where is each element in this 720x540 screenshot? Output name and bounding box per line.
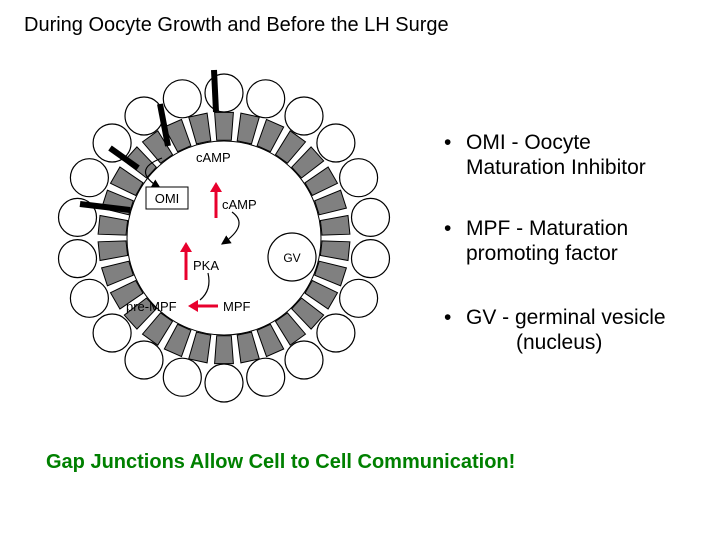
gap-junction xyxy=(108,145,140,171)
granulosa-cell xyxy=(319,240,351,262)
cumulus-cell xyxy=(350,197,391,237)
footer-caption: Gap Junctions Allow Cell to Cell Communi… xyxy=(46,451,516,473)
cumulus-cell xyxy=(57,239,98,279)
granulosa-cell xyxy=(274,130,307,164)
camp-mid-label: cAMP xyxy=(222,197,257,212)
cumulus-cell xyxy=(339,158,379,198)
granulosa-ring xyxy=(97,111,351,365)
granulosa-cell xyxy=(188,112,212,145)
bullet-marker: • xyxy=(444,306,452,329)
granulosa-cell xyxy=(123,146,157,179)
omi-box xyxy=(145,186,189,210)
cumulus-cell xyxy=(124,96,164,136)
granulosa-cell xyxy=(109,279,144,310)
cumulus-cell xyxy=(92,123,132,163)
omi-label: OMI xyxy=(155,191,180,206)
flow-arrow xyxy=(144,157,163,189)
cumulus-cells xyxy=(57,73,391,403)
granulosa-cell xyxy=(97,214,129,236)
granulosa-cell xyxy=(123,297,157,330)
gv-nucleus xyxy=(267,232,317,282)
granulosa-cell xyxy=(256,118,285,153)
granulosa-cell xyxy=(141,312,174,346)
cumulus-cell xyxy=(316,313,356,353)
granulosa-cell xyxy=(141,130,174,164)
camp-pka-arrow xyxy=(221,211,240,245)
cumulus-cell xyxy=(339,278,379,318)
bullet-gv-line2: (nucleus) xyxy=(516,331,603,354)
bullet-mpf-line1: MPF - Maturation xyxy=(466,217,629,240)
granulosa-cell xyxy=(319,214,351,236)
cumulus-cell xyxy=(316,123,356,163)
granulosa-cell xyxy=(274,312,307,346)
gap-junction xyxy=(79,201,131,213)
cumulus-cell xyxy=(284,96,324,136)
pka-arrow-head xyxy=(180,242,192,252)
pka-mpf-arrow xyxy=(199,272,210,301)
granulosa-cell xyxy=(214,335,234,365)
camp-top-label: cAMP xyxy=(196,150,231,165)
granulosa-cell xyxy=(97,240,129,262)
mpf-arrow-head xyxy=(188,300,198,312)
cumulus-cell xyxy=(162,79,202,119)
granulosa-cell xyxy=(304,166,339,197)
pre-mpf-label: pre-MPF xyxy=(126,299,177,314)
cumulus-cell xyxy=(246,79,286,119)
cumulus-cell xyxy=(162,357,202,397)
cumulus-cell xyxy=(57,197,98,237)
granulosa-cell xyxy=(304,279,339,310)
granulosa-cell xyxy=(109,166,144,197)
cumulus-cell xyxy=(284,340,324,380)
cumulus-cell xyxy=(124,340,164,380)
pka-label: PKA xyxy=(193,258,219,273)
granulosa-cell xyxy=(291,297,325,330)
bullet-marker: • xyxy=(444,217,452,240)
gv-label: GV xyxy=(283,251,300,265)
cumulus-cell xyxy=(350,239,391,279)
bullet-mpf-line2: promoting factor xyxy=(466,242,618,265)
granulosa-cell xyxy=(314,189,348,216)
gap-junction xyxy=(211,69,219,113)
camp-arrow-head xyxy=(210,182,222,192)
granulosa-cell xyxy=(163,323,192,358)
bullet-omi-line1: OMI - Oocyte xyxy=(466,131,591,154)
granulosa-cell xyxy=(314,260,348,287)
cumulus-cell xyxy=(204,363,244,403)
bullet-omi-line2: Maturation Inhibitor xyxy=(466,156,646,179)
cumulus-cell xyxy=(246,357,286,397)
cumulus-cell xyxy=(92,313,132,353)
bullet-marker: • xyxy=(444,131,452,154)
gap-junction xyxy=(157,103,171,147)
cumulus-cell xyxy=(69,278,110,318)
granulosa-cell xyxy=(100,260,134,287)
granulosa-cell xyxy=(188,331,212,364)
granulosa-cell xyxy=(236,112,260,145)
mpf-label: MPF xyxy=(223,299,251,314)
page-title: During Oocyte Growth and Before the LH S… xyxy=(24,14,449,36)
granulosa-cell xyxy=(291,146,325,179)
cumulus-cell xyxy=(204,73,244,113)
gap-junctions xyxy=(79,69,219,213)
granulosa-cell xyxy=(214,111,234,141)
granulosa-cell xyxy=(256,323,285,358)
granulosa-cell xyxy=(163,118,192,153)
cumulus-cell xyxy=(69,158,110,198)
bullet-gv-line1: GV - germinal vesicle xyxy=(466,306,666,329)
granulosa-cell xyxy=(236,331,260,364)
bullet-gv: • GV - germinal vesicle(nucleus) xyxy=(444,305,716,355)
